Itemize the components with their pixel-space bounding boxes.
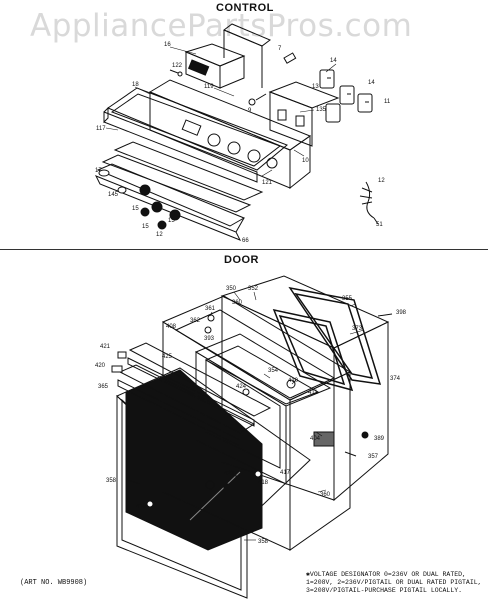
callout-420: 420 xyxy=(95,363,106,369)
door-section-title: DOOR xyxy=(224,254,259,266)
callout-358b: 358 xyxy=(258,539,269,545)
callout-373: 373 xyxy=(352,326,363,332)
watermark-logo: AppliancePartsPros.com xyxy=(30,8,413,44)
callout-14a: 14 xyxy=(330,58,337,64)
callout-119: 119 xyxy=(204,84,214,90)
callout-66: 51 xyxy=(376,222,383,228)
control-section-title: CONTROL xyxy=(216,2,274,14)
callout-12b: 12 xyxy=(156,232,163,238)
callout-360a: 360 xyxy=(232,300,243,306)
callout-361: 361 xyxy=(205,306,216,312)
control-leader-lines xyxy=(105,46,337,177)
callout-122: 122 xyxy=(172,63,183,69)
callout-362: 362 xyxy=(190,318,201,324)
door-callout-labels: 350 352 355 398 361 373 408 362 360 425 … xyxy=(95,286,407,545)
callout-389: 389 xyxy=(374,436,385,442)
section-divider xyxy=(0,249,488,250)
callout-12a: 15 xyxy=(168,218,175,224)
callout-398: 398 xyxy=(396,310,407,316)
callout-423: 423 xyxy=(224,471,235,477)
callout-411: 411 xyxy=(308,390,318,396)
callout-117: 117 xyxy=(96,126,106,132)
callout-121: 121 xyxy=(262,180,273,186)
callout-13: 13 xyxy=(312,84,319,90)
callout-418a: 418 xyxy=(258,480,269,486)
callout-393: 393 xyxy=(204,336,215,342)
clock-module xyxy=(184,23,271,89)
callout-51: 12 xyxy=(378,178,385,184)
callout-135: 135 xyxy=(316,107,327,113)
callout-18: 18 xyxy=(132,82,139,88)
infinite-switches xyxy=(319,69,373,123)
callout-355: 355 xyxy=(342,296,353,302)
art-number: (ART NO. WB9908) xyxy=(20,579,88,587)
callout-404: 404 xyxy=(310,436,321,442)
callout-418b: 418 xyxy=(136,504,147,510)
door-rear-plate xyxy=(220,275,390,502)
door-trim xyxy=(117,342,272,447)
callout-350: 350 xyxy=(226,286,237,292)
callout-15a: 15 xyxy=(132,206,139,212)
callout-16: 16 xyxy=(164,42,171,48)
callout-357: 357 xyxy=(368,454,379,460)
small-hardware xyxy=(169,52,297,106)
callout-360b: 360 xyxy=(320,492,331,498)
door-glass xyxy=(125,369,263,551)
callout-352: 352 xyxy=(248,286,259,292)
callout-7: 7 xyxy=(278,46,282,52)
control-panel-frame xyxy=(94,87,288,241)
voltage-note-line: 1=208V, 2=236V/PIGTAIL OR DUAL RATED PIG… xyxy=(306,579,482,586)
callout-11: 11 xyxy=(384,99,391,105)
wiring-harness xyxy=(359,181,379,225)
callout-410: 410 xyxy=(288,378,299,384)
callout-421: 421 xyxy=(100,344,111,350)
control-panel xyxy=(148,79,312,190)
control-callout-labels: 16 122 14 14 18 119 7 9 13 135 11 117 10… xyxy=(95,42,391,244)
callout-417: 417 xyxy=(280,470,291,476)
voltage-note-line: ✱VOLTAGE DESIGNATOR 0=236V OR DUAL RATED… xyxy=(306,571,466,578)
voltage-note-line: 3=208V/PIGTAIL-PURCHASE PIGTAIL LOCALLY. xyxy=(306,587,463,594)
callout-408: 408 xyxy=(166,324,177,330)
callout-120: 66 xyxy=(242,238,249,244)
callout-10: 10 xyxy=(302,158,309,164)
callout-15b: 15 xyxy=(142,224,149,230)
callout-145: 145 xyxy=(108,192,119,198)
callout-9: 9 xyxy=(248,108,252,114)
callout-365: 365 xyxy=(98,384,109,390)
callout-425: 425 xyxy=(162,354,173,360)
callout-358a: 358 xyxy=(106,478,117,484)
callout-354: 354 xyxy=(268,368,279,374)
callout-14b: 14 xyxy=(368,80,375,86)
callout-374: 374 xyxy=(390,376,401,382)
voltage-note: ✱VOLTAGE DESIGNATOR 0=236V OR DUAL RATED… xyxy=(306,571,482,595)
callout-17: 17 xyxy=(95,168,102,174)
control-knobs xyxy=(98,169,181,230)
rear-bracket xyxy=(268,81,340,147)
callout-424: 424 xyxy=(236,384,247,390)
door-gasket xyxy=(272,286,382,392)
door-leader-lines xyxy=(127,291,365,541)
door-hardware xyxy=(111,313,393,508)
